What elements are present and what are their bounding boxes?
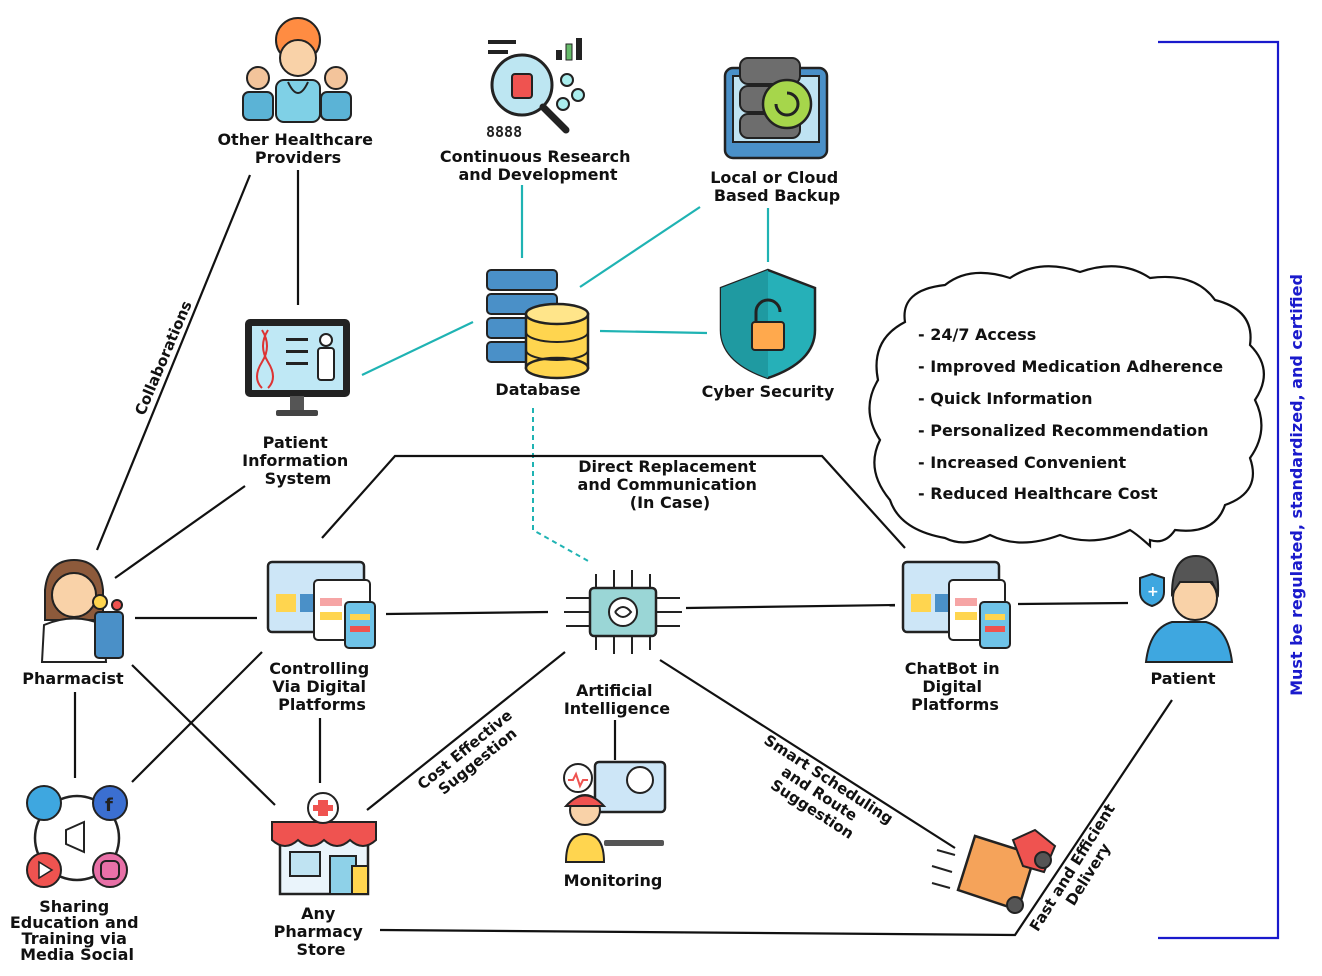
edge-chatbot-patient bbox=[1017, 601, 1129, 606]
patient-avatar: + bbox=[1139, 554, 1234, 663]
edge-collaborations bbox=[95, 174, 252, 551]
pharmacist-avatar bbox=[40, 558, 124, 663]
benefit-item: - Personalized Recommendation bbox=[918, 421, 1209, 440]
research-magnifier-icon: 8888 bbox=[486, 38, 585, 141]
digital-platforms-icon bbox=[266, 560, 376, 649]
svg-text:f: f bbox=[105, 795, 113, 816]
regulation-note: Must be regulated, standardized, and cer… bbox=[1287, 274, 1306, 696]
label-pharmacist: Pharmacist bbox=[22, 669, 124, 688]
facebook-icon bbox=[92, 785, 128, 821]
label-database: Database bbox=[495, 380, 580, 399]
edge-pis-pharmacist bbox=[114, 485, 246, 579]
label-monitoring: Monitoring bbox=[564, 871, 663, 890]
social-media-icons: f bbox=[26, 785, 128, 888]
benefit-item: - Quick Information bbox=[918, 389, 1093, 408]
label-controlling: Controlling Via Digital Platforms bbox=[269, 659, 375, 714]
ai-chip-icon bbox=[564, 570, 682, 654]
edge-controlling-ai bbox=[385, 610, 549, 616]
label-store: Any Pharmacy Store bbox=[274, 904, 369, 959]
label-chatbot: ChatBot in Digital Platforms bbox=[905, 659, 1005, 714]
benefits-cloud bbox=[868, 265, 1265, 549]
healthcare-team-icon bbox=[242, 17, 352, 123]
connectors bbox=[73, 170, 1173, 937]
svg-text:+: + bbox=[1147, 584, 1159, 600]
label-patient-info: Patient Information System bbox=[242, 433, 354, 488]
benefit-item: - Increased Convenient bbox=[918, 453, 1127, 472]
edge-controlling-social bbox=[131, 651, 263, 783]
benefit-item: - 24/7 Access bbox=[918, 325, 1036, 344]
server-backup-icon bbox=[723, 57, 829, 160]
edge-direct-replacement bbox=[321, 454, 906, 549]
label-ai: Artificial Intelligence bbox=[564, 681, 670, 718]
svg-text:8888: 8888 bbox=[486, 123, 522, 141]
edge-ai-store bbox=[366, 651, 566, 811]
label-other-providers: Other Healthcare Providers bbox=[217, 130, 378, 167]
label-direct-replacement: Direct Replacement and Communication (In… bbox=[578, 457, 763, 512]
edge-store-delivery-patient bbox=[379, 699, 1173, 937]
label-backup: Local or Cloud Based Backup bbox=[710, 168, 844, 205]
edge-database-ai-dashed bbox=[532, 408, 591, 563]
instagram-icon bbox=[92, 852, 128, 888]
label-social: Sharing Education and Training via Media… bbox=[10, 897, 144, 964]
megaphone-icon bbox=[65, 820, 85, 854]
regulation-bracket bbox=[1158, 40, 1280, 940]
edge-pharmacist-store bbox=[131, 664, 276, 806]
label-patient: Patient bbox=[1150, 669, 1215, 688]
delivery-truck-icon bbox=[931, 828, 1057, 914]
edge-database-cyber bbox=[599, 329, 708, 335]
label-cost-effective: Cost Effective Suggestion bbox=[414, 703, 531, 807]
label-collaborations: Collaborations bbox=[131, 298, 195, 418]
database-icon bbox=[486, 269, 590, 380]
pharmacy-store-icon bbox=[271, 792, 377, 896]
label-smart-scheduling: Smart Scheduling and Route Suggestion bbox=[742, 731, 901, 859]
benefit-item: - Reduced Healthcare Cost bbox=[918, 484, 1158, 503]
monitoring-operator-icon bbox=[563, 760, 667, 863]
benefit-item: - Improved Medication Adherence bbox=[918, 357, 1223, 376]
edge-backup-database bbox=[579, 206, 701, 288]
edge-ai-chatbot bbox=[685, 603, 896, 610]
chatbot-platforms-icon bbox=[901, 560, 1011, 649]
label-research: Continuous Research and Development bbox=[440, 147, 636, 184]
shield-lock-icon bbox=[719, 268, 817, 380]
monitor-dna-icon bbox=[245, 319, 350, 416]
twitter-icon bbox=[26, 785, 62, 821]
edge-ai-delivery bbox=[659, 659, 956, 849]
edge-pis-database bbox=[361, 321, 474, 376]
label-cyber-security: Cyber Security bbox=[702, 382, 835, 401]
